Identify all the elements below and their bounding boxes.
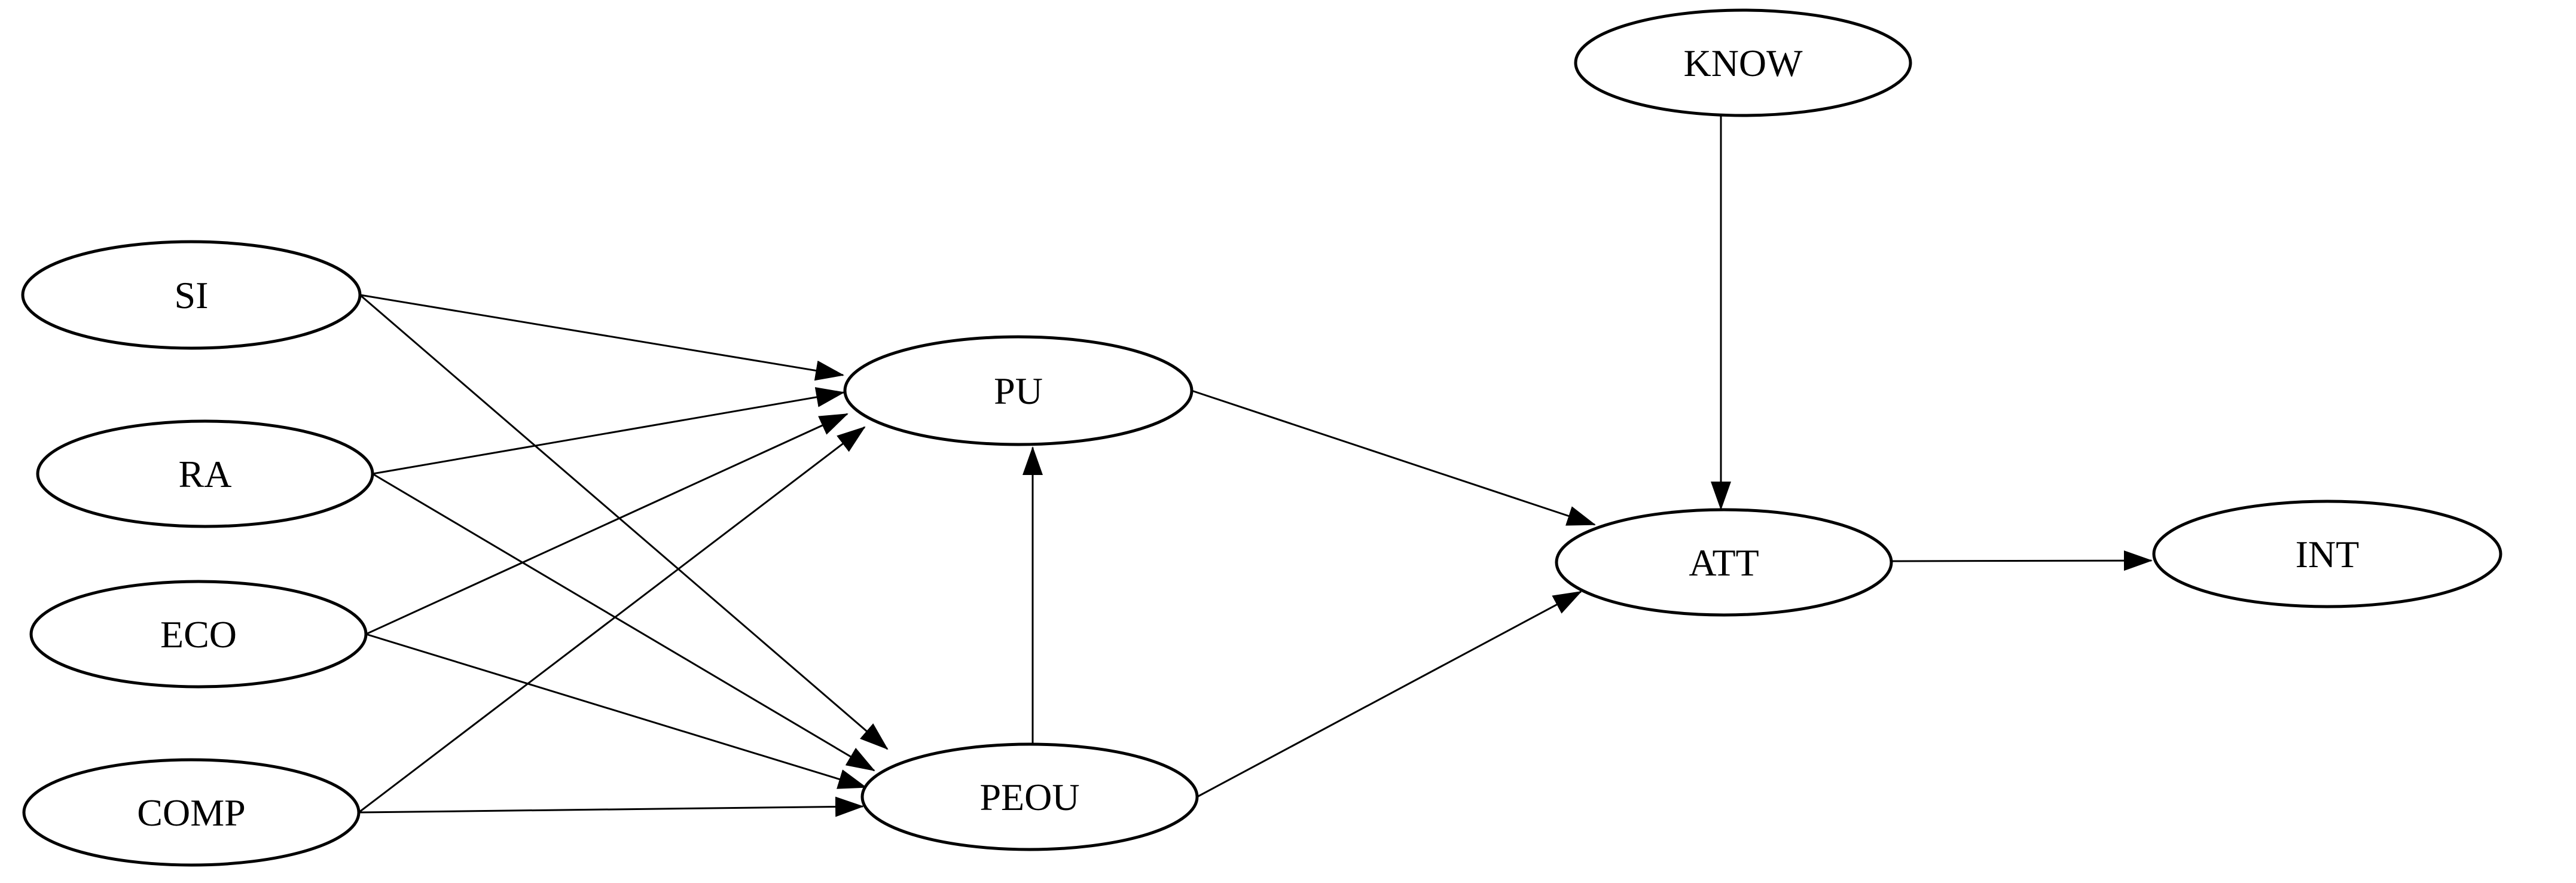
edge-eco-pu [365,413,849,635]
node-si: SI [21,240,362,350]
node-know: KNOW [1574,8,1912,117]
edge-peou-att [1197,590,1582,798]
node-comp: COMP [22,758,361,867]
node-att-label: ATT [1689,541,1759,584]
node-know-label: KNOW [1683,42,1803,84]
edge-comp-pu [358,426,866,814]
node-pu: PU [843,335,1194,446]
node-peou-label: PEOU [979,776,1079,818]
node-si-ellipse [21,240,362,350]
node-eco-ellipse [29,580,368,689]
node-ra-label: RA [179,453,232,495]
node-know-ellipse [1574,8,1912,117]
node-pu-label: PU [994,370,1043,412]
edge-si-pu [359,294,844,381]
node-peou-ellipse [860,742,1199,851]
node-eco: ECO [29,580,368,689]
node-pu-ellipse [843,335,1194,446]
node-peou: PEOU [860,742,1199,851]
edge-pu-att [1191,389,1596,526]
node-ra: RA [36,419,374,528]
node-ra-ellipse [36,419,374,528]
node-int-ellipse [2152,500,2502,608]
edge-eco-peou [365,633,867,789]
node-comp-label: COMP [137,791,245,834]
node-att-ellipse [1555,508,1893,617]
edge-comp-peou [358,796,864,817]
edge-ra-pu [372,387,845,475]
node-si-label: SI [175,274,209,316]
node-att: ATT [1555,508,1893,617]
node-eco-label: ECO [160,613,237,656]
node-comp-ellipse [22,758,361,867]
edge-si-peou [359,294,889,750]
node-int-label: INT [2296,533,2360,576]
edge-ra-peou [372,473,875,772]
node-int: INT [2152,500,2502,608]
